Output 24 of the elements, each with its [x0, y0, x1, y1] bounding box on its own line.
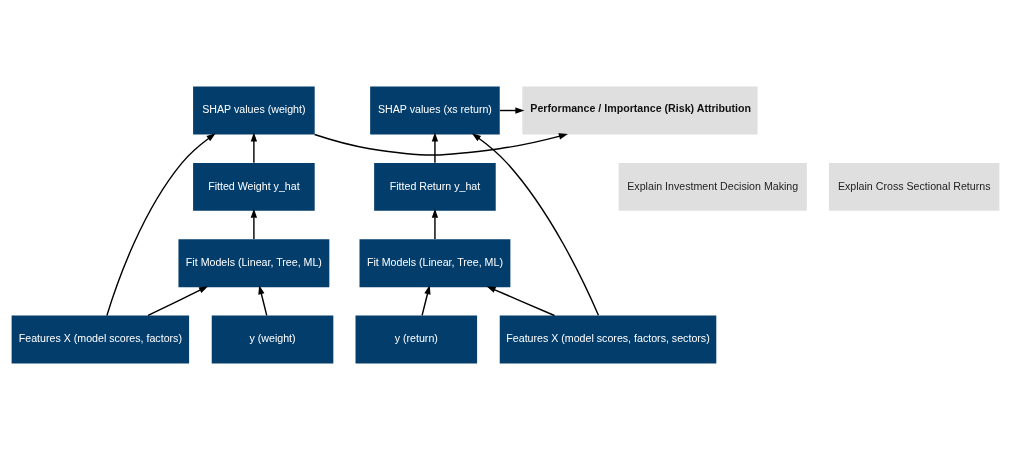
arrow	[431, 132, 439, 164]
node-box: Explain Cross Sectional Returns	[829, 162, 1000, 211]
node-box: Fit Models (Linear, Tree, ML)	[359, 239, 511, 288]
node-box: SHAP values (xs return)	[370, 86, 500, 135]
arrow	[106, 133, 216, 317]
arrow	[313, 133, 568, 156]
node-box: Features X (model scores, factors, sectors)	[499, 315, 717, 364]
arrow	[147, 286, 209, 317]
node-box: y (return)	[355, 315, 478, 364]
arrow	[471, 133, 600, 316]
node-box: Explain Investment Decision Making	[618, 162, 807, 211]
node-box: SHAP values (weight)	[193, 86, 315, 135]
node-box: Fit Models (Linear, Tree, ML)	[178, 239, 330, 288]
arrow	[250, 208, 258, 240]
node-box: y (weight)	[211, 315, 334, 364]
arrow	[431, 208, 439, 240]
node-box: Performance / Importance (Risk) Attribution	[522, 86, 758, 135]
arrow	[421, 285, 431, 317]
arrow	[486, 286, 556, 317]
arrow	[250, 132, 258, 164]
arrow	[258, 285, 268, 317]
node-box: Features X (model scores, factors)	[11, 315, 190, 364]
node-box: Fitted Weight y_hat	[193, 162, 315, 211]
node-box: Fitted Return y_hat	[374, 162, 496, 211]
